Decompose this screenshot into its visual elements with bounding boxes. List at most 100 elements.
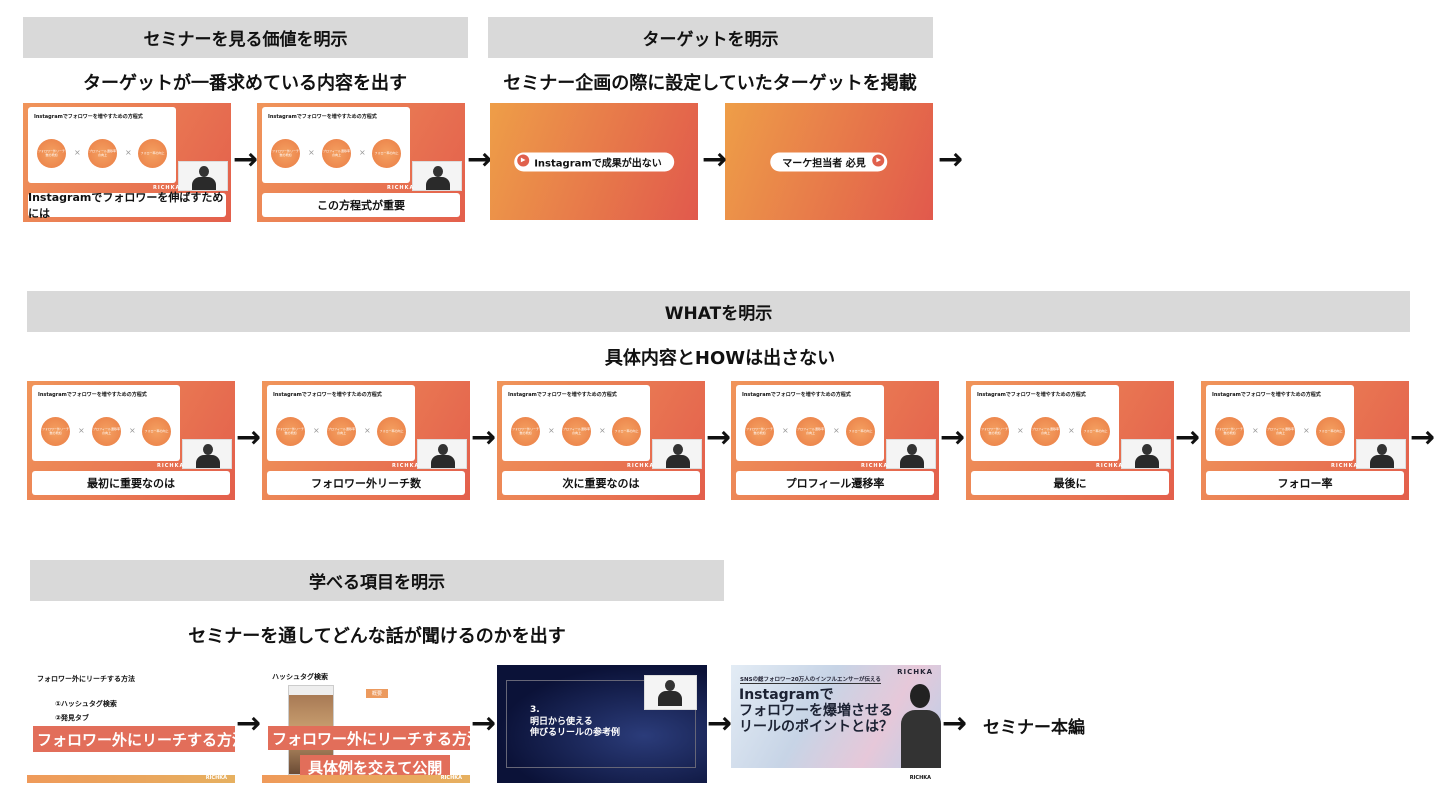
slide-panel: Instagramでフォロワーを増やすための方程式 フォロワー外リーチ数の増加 … <box>267 385 415 461</box>
slide-caption: 最初に重要なのは <box>32 471 230 495</box>
list-item: ②発見タブ <box>55 714 89 722</box>
richka-logo: RICHKA <box>627 463 655 469</box>
times-sign: × <box>129 426 136 435</box>
equation-circle: プロフィール遷移率の向上 <box>92 417 121 446</box>
slide-caption: フォロワー外リーチ数 <box>267 471 465 495</box>
section-subtitle: セミナー企画の際に設定していたターゲットを掲載 <box>503 73 917 94</box>
seminar-main-label: セミナー本編 <box>983 718 1085 738</box>
arrow-right-icon: → <box>236 706 262 741</box>
times-sign: × <box>125 148 132 157</box>
speaker-photo <box>901 680 941 768</box>
equation-circle: フォロワー外リーチ数の増加 <box>37 139 66 168</box>
equation-circle: フォロワー外リーチ数の増加 <box>745 417 774 446</box>
speaker-video <box>182 439 232 469</box>
equation-circle: フォロー率の向上 <box>138 139 167 168</box>
times-sign: × <box>364 426 371 435</box>
richka-logo: RICHKA <box>1331 463 1359 469</box>
speaker-video <box>886 439 936 469</box>
times-sign: × <box>78 426 85 435</box>
slide-caption: フォロー率 <box>1206 471 1404 495</box>
times-sign: × <box>74 148 81 157</box>
times-sign: × <box>1252 426 1259 435</box>
slide-thumbnail: Instagramでフォロワーを増やすための方程式 フォロワー外リーチ数の増加 … <box>1201 381 1409 500</box>
highlight-band: フォロワー外にリーチする方法 を <box>33 726 235 752</box>
equation-circle: フォロワー外リーチ数の増加 <box>276 417 305 446</box>
target-text: Instagramで成果が出ない <box>534 158 662 169</box>
slide-line: リールのポイントとは？ <box>739 719 893 736</box>
arrow-right-icon: → <box>1410 420 1436 455</box>
times-sign: × <box>359 148 366 157</box>
section-number: 3. <box>530 705 540 715</box>
slide-thumbnail: ハッシュタグ検索 概要 フォロワー外にリーチする方法を 具体例を交えて公開 RI… <box>262 665 470 783</box>
arrow-right-icon: → <box>236 420 262 455</box>
arrow-right-icon: → <box>702 142 728 177</box>
equation-circle: プロフィール遷移率の向上 <box>322 139 351 168</box>
slide-title: Instagramでフォロワーを増やすための方程式 <box>508 392 617 398</box>
equation-circle: フォロー率の向上 <box>142 417 171 446</box>
section-header: ターゲットを明示 <box>488 17 933 58</box>
slide-title: Instagramでフォロワーを増やすための方程式 <box>742 392 851 398</box>
arrow-right-icon: → <box>467 142 493 177</box>
slide-thumbnail: フォロワー外にリーチする方法 ①ハッシュタグ検索 ②発見タブ フォロワー外にリー… <box>27 665 235 783</box>
list-item: ①ハッシュタグ検索 <box>55 700 117 708</box>
section-header: 学べる項目を明示 <box>30 560 724 601</box>
highlight-band: フォロワー外にリーチする方法を <box>268 726 470 750</box>
slide-caption: 次に重要なのは <box>502 471 700 495</box>
times-sign: × <box>548 426 555 435</box>
section-header: WHATを明示 <box>27 291 1410 332</box>
slide-footer: RICHKA <box>27 775 235 783</box>
slide-line: 明日から使える <box>530 716 593 727</box>
richka-logo: RICHKA <box>153 185 181 191</box>
slide-line: 伸びるリールの参考例 <box>530 728 621 739</box>
times-sign: × <box>308 148 315 157</box>
equation-circle: フォロー率の向上 <box>372 139 401 168</box>
times-sign: × <box>313 426 320 435</box>
times-sign: × <box>833 426 840 435</box>
equation-circle: フォロー率の向上 <box>846 417 875 446</box>
slide-thumbnail: Instagramでフォロワーを増やすための方程式 フォロワー外リーチ数の増加 … <box>731 381 939 500</box>
footer-logo: RICHKA <box>909 775 931 781</box>
slide-title: Instagramでフォロワーを増やすための方程式 <box>1212 392 1321 398</box>
richka-logo: RICHKA <box>897 668 933 676</box>
target-slide: ▶ Instagramで成果が出ない <box>490 103 698 220</box>
speaker-video <box>1121 439 1171 469</box>
target-pill: ▶マーケ担当者 必見 <box>770 152 888 171</box>
equation-circle: フォロワー外リーチ数の増加 <box>980 417 1009 446</box>
slide-panel: Instagramでフォロワーを増やすための方程式 フォロワー外リーチ数の増加 … <box>736 385 884 461</box>
tag-label: 概要 <box>366 689 389 698</box>
speaker-video <box>417 439 467 469</box>
arrow-right-icon: → <box>707 706 733 741</box>
slide-panel: Instagramでフォロワーを増やすための方程式 フォロワー外リーチ数の増加 … <box>1206 385 1354 461</box>
speaker-video <box>412 161 462 191</box>
arrow-right-icon: → <box>471 706 497 741</box>
slide-title: Instagramでフォロワーを増やすための方程式 <box>268 114 377 120</box>
slide-panel: Instagramでフォロワーを増やすための方程式 フォロワー外リーチ数の増加 … <box>32 385 180 461</box>
slide-panel: Instagramでフォロワーを増やすための方程式 フォロワー外リーチ数の増加 … <box>28 107 176 183</box>
arrow-right-icon: → <box>471 420 497 455</box>
section-subtitle: セミナーを通してどんな話が聞けるのかを出す <box>188 626 566 647</box>
play-icon: ▶ <box>517 154 530 166</box>
slide-thumbnail: Instagramでフォロワーを増やすための方程式 フォロワー外リーチ数の増加 … <box>262 381 470 500</box>
slide-caption: プロフィール遷移率 <box>736 471 934 495</box>
richka-logo: RICHKA <box>861 463 889 469</box>
target-slide: ▶マーケ担当者 必見 <box>725 103 933 220</box>
equation-circle: プロフィール遷移率の向上 <box>562 417 591 446</box>
play-icon: ▶ <box>872 154 885 166</box>
arrow-right-icon: → <box>706 420 732 455</box>
equation-circle: フォロー率の向上 <box>612 417 641 446</box>
speaker-video <box>178 161 228 191</box>
slide-title: フォロワー外にリーチする方法 <box>37 675 135 683</box>
richka-logo: RICHKA <box>1096 463 1124 469</box>
arrow-right-icon: → <box>940 420 966 455</box>
section-header: セミナーを見る価値を明示 <box>23 17 468 58</box>
slide-kicker: SNSの総フォロワー20万人のインフルエンサーが伝える <box>740 677 881 684</box>
slide-thumbnail: Instagramでフォロワーを増やすための方程式 フォロワー外リーチ数の増加 … <box>966 381 1174 500</box>
equation-circle: フォロー率の向上 <box>377 417 406 446</box>
slide-title: Instagramでフォロワーを増やすための方程式 <box>977 392 1086 398</box>
equation-circle: プロフィール遷移率の向上 <box>1266 417 1295 446</box>
arrow-right-icon: → <box>942 706 968 741</box>
richka-logo: RICHKA <box>387 185 415 191</box>
slide-caption: Instagramでフォロワーを伸ばすためには <box>28 191 226 220</box>
slide-thumbnail: RICHKA SNSの総フォロワー20万人のインフルエンサーが伝える Insta… <box>731 665 941 783</box>
equation-circle: プロフィール遷移率の向上 <box>327 417 356 446</box>
